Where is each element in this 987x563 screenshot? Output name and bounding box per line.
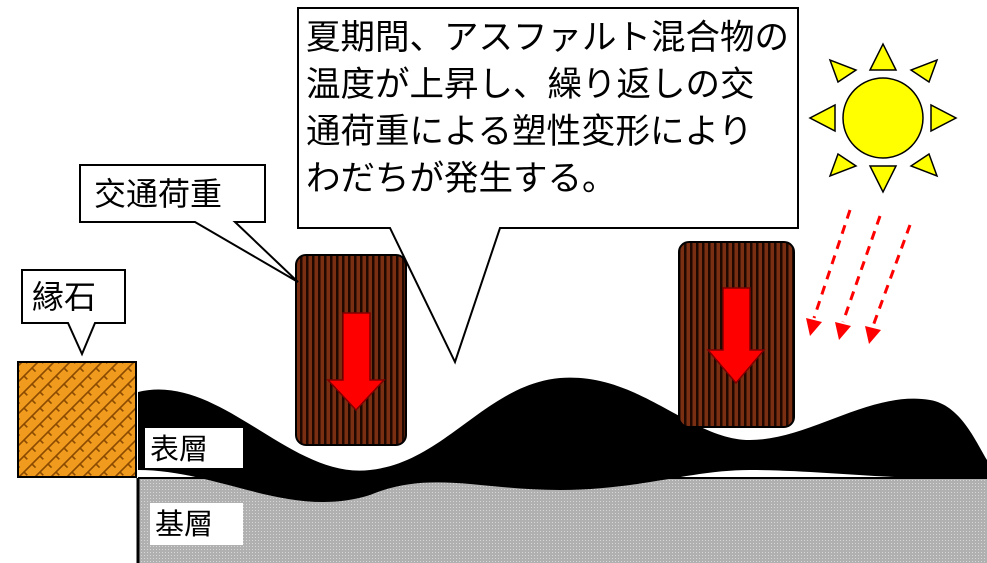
surface-label: 表層: [150, 432, 208, 466]
sun-icon: [808, 42, 958, 194]
load-callout-text: 交通荷重: [94, 175, 222, 213]
base-label: 基層: [155, 507, 213, 541]
main-callout-line-2: 温度が上昇し、繰り返しの交: [306, 65, 755, 105]
main-callout-line-1: 夏期間、アスファルト混合物の: [306, 18, 789, 58]
curb-callout-text: 縁石: [32, 278, 96, 316]
dashed-arrow-icon: [812, 209, 912, 327]
surface-layer: [138, 377, 987, 502]
arrow-down-icon: [706, 287, 766, 385]
main-callout-line-3: 通荷重による塑性変形により: [306, 112, 753, 152]
main-callout-line-4: わだちが発生する。: [306, 159, 617, 199]
curb-callout-balloon: [21, 269, 126, 357]
base-label-box: [150, 503, 243, 545]
main-callout-balloon: [297, 7, 799, 365]
curb-stone: [17, 361, 137, 478]
dashed-arrow-heads: [806, 318, 881, 344]
load-callout-balloon: [79, 164, 299, 283]
arrow-down-icon: [326, 312, 386, 412]
surface-label-box: [145, 428, 243, 468]
